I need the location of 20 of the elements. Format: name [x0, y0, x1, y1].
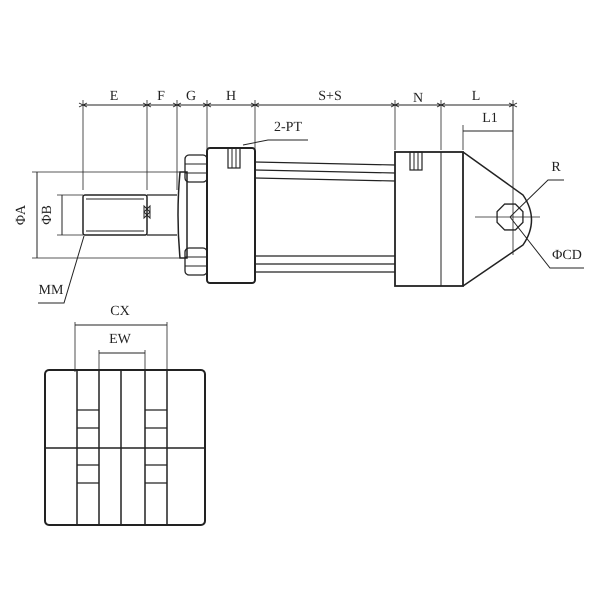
callout-text: 2-PT	[274, 120, 302, 135]
dimension-label: ΦB	[40, 205, 56, 225]
dimension-label: S+S	[318, 89, 342, 105]
dimension-label: H	[226, 89, 236, 105]
dimension-label: F	[157, 89, 165, 105]
leader-line	[510, 216, 584, 268]
dimension-label: G	[186, 89, 196, 105]
callout-text: MM	[38, 283, 64, 298]
dimension-label: L1	[482, 111, 498, 127]
dimension-label: N	[412, 91, 424, 107]
leader-line	[38, 236, 84, 304]
dimension-label: L	[472, 89, 480, 105]
leader-line	[242, 140, 308, 146]
dimension-label: ΦA	[14, 204, 30, 226]
callout-text: ΦCD	[552, 248, 582, 263]
dimension-label: CX	[110, 304, 130, 320]
dimension-label: EW	[109, 332, 131, 348]
leader-line	[510, 180, 564, 218]
callout-text: R	[551, 160, 561, 175]
dimension-label: E	[110, 89, 118, 105]
